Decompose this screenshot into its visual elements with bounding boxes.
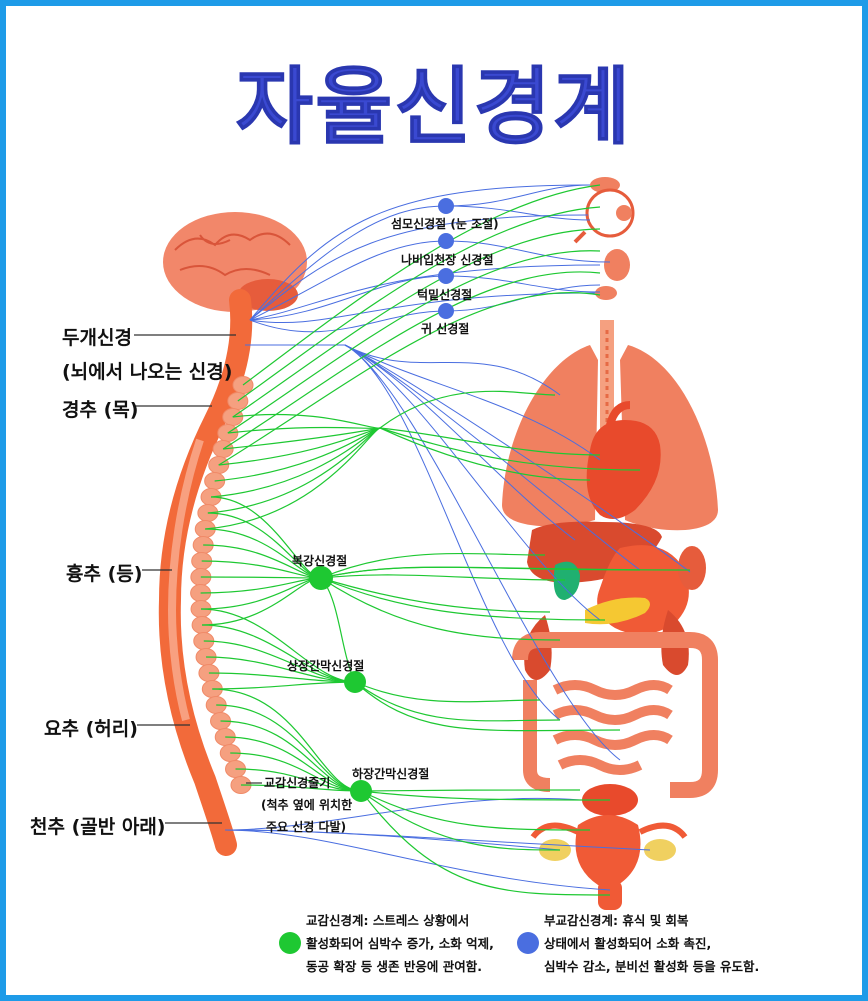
leader-lines — [134, 334, 262, 824]
cranial-nerve-label: 두개신경 — [62, 327, 132, 349]
submandibular-ganglion-dot — [438, 268, 454, 284]
sympathetic-trunk-note-line3: 주요 신경 다발) — [266, 820, 347, 834]
pancreas — [585, 597, 650, 625]
legend-parasympathetic-swatch — [517, 932, 539, 954]
otic-ganglion-label: 귀 신경절 — [421, 322, 470, 336]
sympathetic-trunk-note-line2: (척추 옆에 위치한 — [261, 798, 353, 812]
salivary-glands — [595, 249, 630, 300]
pterygopalatine-ganglion-dot — [438, 233, 454, 249]
gallbladder — [553, 561, 580, 600]
cervical-label: 경추 (목) — [62, 399, 139, 421]
inferior-mesenteric-ganglion-dot — [350, 780, 372, 802]
celiac-ganglion-dot — [309, 566, 333, 590]
thoracic-label: 흉추 (등) — [66, 563, 143, 585]
lumbar-label: 요추 (허리) — [44, 718, 138, 740]
parasympathetic-nerves — [224, 184, 691, 891]
otic-ganglion-dot — [438, 303, 454, 319]
intestines — [512, 632, 718, 798]
celiac-ganglion-label: 복강신경절 — [292, 554, 348, 568]
ciliary-ganglion-label: 섬모신경절 (눈 조절) — [391, 217, 499, 231]
kidney — [678, 546, 706, 590]
ciliary-ganglion-dot — [438, 198, 454, 214]
inferior-mesenteric-ganglion-label: 하장간막신경절 — [352, 767, 430, 781]
legend-sympathetic-line2: 활성화되어 심박수 증가, 소화 억제, — [306, 936, 494, 951]
superior-mesenteric-ganglion-dot — [344, 671, 366, 693]
legend-parasympathetic-line3: 심박수 감소, 분비선 활성화 등을 유도함. — [544, 959, 760, 974]
page-title: 자율신경계 — [235, 58, 633, 157]
legend-parasympathetic-line2: 상태에서 활성화되어 소화 촉진, — [544, 936, 712, 951]
eye — [573, 177, 635, 244]
legend-sympathetic-swatch — [279, 932, 301, 954]
cranial-nerve-sublabel: (뇌에서 나오는 신경) — [62, 361, 233, 383]
reproductive-organs — [530, 784, 688, 910]
sacral-label: 천추 (골반 아래) — [30, 816, 166, 838]
legend-parasympathetic-line1: 부교감신경계: 휴식 및 회복 — [544, 913, 689, 928]
legend-sympathetic-line1: 교감신경계: 스트레스 상황에서 — [306, 913, 470, 928]
legend-sympathetic-line3: 동공 확장 등 생존 반응에 관여함. — [306, 959, 483, 974]
superior-mesenteric-ganglion-label: 상장간막신경절 — [287, 659, 365, 673]
sympathetic-trunk-label: 교감신경줄기 — [264, 776, 331, 790]
pterygopalatine-ganglion-label: 나비입천장 신경절 — [401, 253, 494, 267]
submandibular-ganglion-label: 턱밑신경절 — [417, 288, 473, 302]
